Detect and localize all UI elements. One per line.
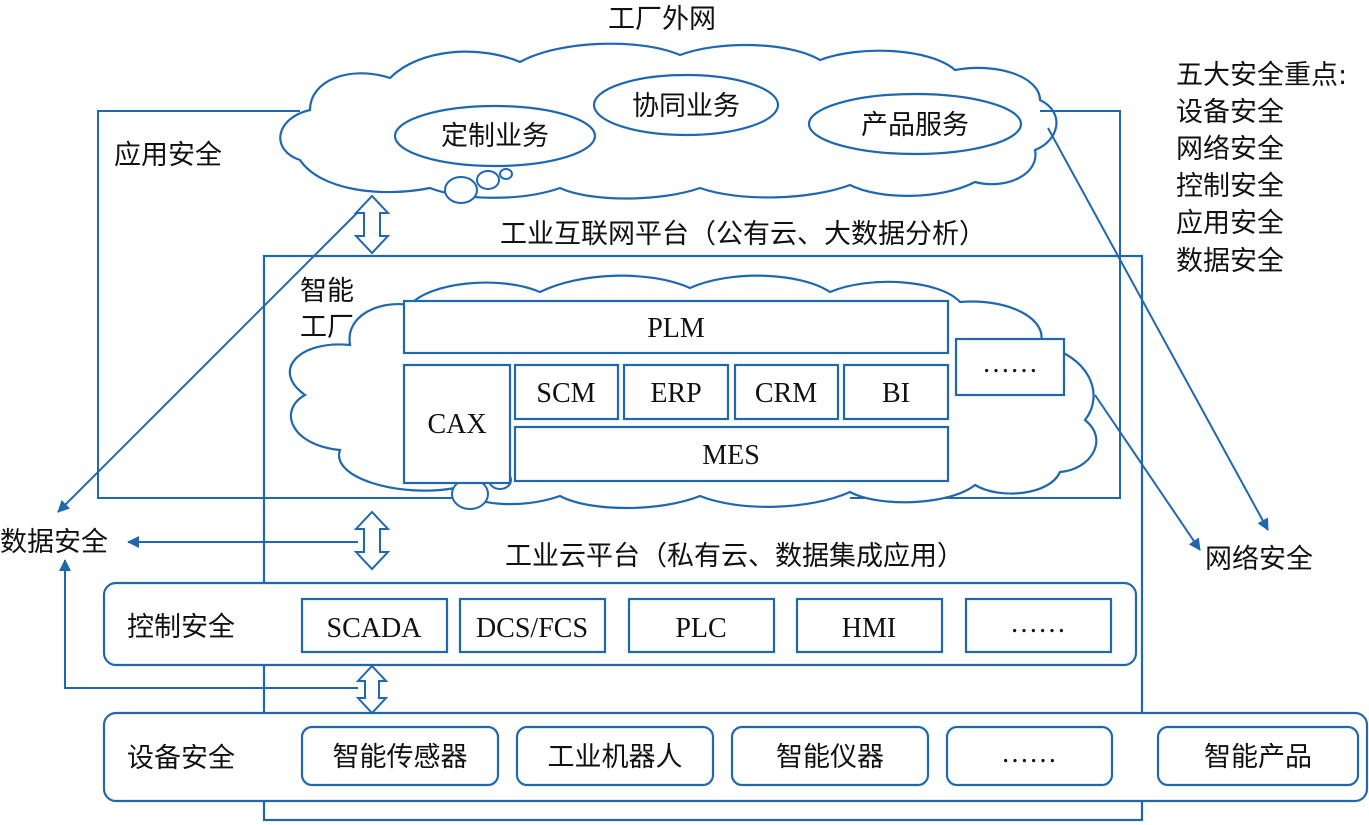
network-security-label: 网络安全 <box>1205 544 1313 575</box>
industrial-internet-platform-label: 工业互联网平台（公有云、大数据分析） <box>500 219 986 250</box>
smart-factory-frame <box>262 254 1144 822</box>
control-item-label: DCS/FCS <box>476 613 588 644</box>
device-item-label: 智能仪器 <box>776 742 884 773</box>
control-item-label: HMI <box>842 613 896 644</box>
control-item-box <box>964 597 1113 654</box>
plm-label: PLM <box>647 313 705 344</box>
device-item-label: 工业机器人 <box>548 742 683 773</box>
application-security-frame-right <box>850 110 1121 499</box>
data-security-arrow-from-cloud <box>57 211 359 513</box>
cax-box <box>402 363 512 485</box>
erp-label: ERP <box>650 378 701 409</box>
control-item-box <box>300 597 449 654</box>
network-security-arrow-from-cloud <box>1047 127 1269 531</box>
application-security-frame <box>97 110 452 499</box>
control-item-box <box>627 597 776 654</box>
control-item-box <box>458 597 607 654</box>
erp-box <box>622 363 730 421</box>
more-modules-label: …… <box>982 348 1038 379</box>
crm-box <box>733 363 840 421</box>
service-custom-label: 定制业务 <box>441 121 549 152</box>
control-item-label: …… <box>1010 608 1066 639</box>
security-focus-title: 五大安全重点: <box>1176 60 1347 91</box>
data-security-arrow-from-control <box>59 559 358 689</box>
device-item-label: …… <box>1001 738 1057 769</box>
bi-label: BI <box>882 378 910 409</box>
security-focus-item: 应用安全 <box>1176 208 1284 239</box>
smart-factory-label-line1: 智能 <box>300 276 354 307</box>
control-security-label: 控制安全 <box>127 612 235 643</box>
scm-label: SCM <box>536 378 595 409</box>
double-arrow-icon <box>353 510 391 571</box>
bi-box <box>842 363 950 421</box>
device-item-box <box>515 725 715 787</box>
scm-box <box>513 363 620 421</box>
security-focus-item: 设备安全 <box>1176 97 1284 128</box>
security-focus-item: 数据安全 <box>1176 246 1284 277</box>
device-item-box <box>300 725 500 787</box>
device-item-label: 智能传感器 <box>333 742 468 773</box>
security-focus-list: 五大安全重点: 设备安全 网络安全 控制安全 应用安全 数据安全 <box>1176 60 1347 277</box>
device-item-box <box>945 725 1114 787</box>
service-product-label: 产品服务 <box>861 110 969 141</box>
service-collab-label: 协同业务 <box>632 91 740 122</box>
more-modules-box <box>954 337 1066 397</box>
industrial-cloud-platform-label: 工业云平台（私有云、数据集成应用） <box>505 541 964 572</box>
mes-box <box>513 425 950 483</box>
cax-label: CAX <box>427 409 486 440</box>
network-security-arrow-from-factory <box>1094 394 1201 551</box>
service-custom-ellipse <box>393 104 597 168</box>
control-item-label: PLC <box>675 613 726 644</box>
control-item-box <box>795 597 944 654</box>
application-security-label: 应用安全 <box>114 140 222 171</box>
device-item-box <box>730 725 930 787</box>
smart-product-label: 智能产品 <box>1204 742 1312 773</box>
mes-label: MES <box>702 440 760 471</box>
service-collab-ellipse <box>592 73 780 137</box>
security-focus-item: 网络安全 <box>1176 134 1284 165</box>
smart-product-box <box>1156 725 1360 787</box>
double-arrow-icon <box>355 664 389 715</box>
plm-box <box>402 299 950 355</box>
control-item-label: SCADA <box>327 613 423 644</box>
security-focus-item: 控制安全 <box>1176 171 1284 202</box>
device-security-label: 设备安全 <box>127 743 235 774</box>
crm-label: CRM <box>755 378 817 409</box>
service-product-ellipse <box>807 92 1023 156</box>
data-security-label: 数据安全 <box>0 527 108 558</box>
double-arrow-icon <box>353 194 391 255</box>
external-network-title: 工厂外网 <box>608 4 716 35</box>
smart-factory-label-line2: 工厂 <box>300 312 354 343</box>
